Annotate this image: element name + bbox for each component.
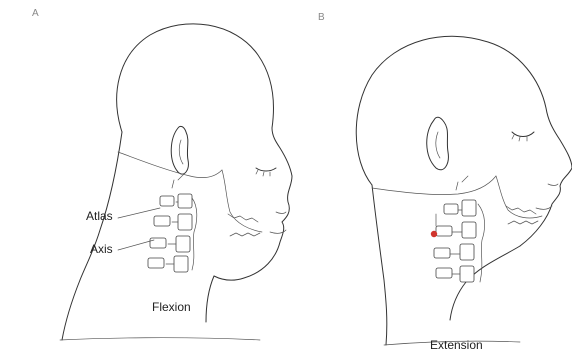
flexion-caption: Flexion <box>152 300 191 314</box>
atlas-label: Atlas <box>86 209 113 223</box>
panel-a-head-outline <box>60 24 292 340</box>
extension-caption: Extension <box>430 338 483 352</box>
panel-b-eye <box>512 132 534 141</box>
panel-b-letter: B <box>318 12 325 23</box>
panel-b-highlight-marker <box>431 231 437 237</box>
panel-a-letter: A <box>32 8 39 19</box>
panel-a-eye <box>256 168 276 176</box>
axis-label: Axis <box>90 242 113 256</box>
panel-b-ear <box>427 117 449 170</box>
panel-a-cervical-vertebrae <box>148 174 197 272</box>
panel-a-ear <box>171 126 188 174</box>
panel-b-mouth-nose <box>536 184 558 209</box>
panel-b-head-outline <box>356 36 572 345</box>
panel-b-cervical-vertebrae <box>434 176 485 282</box>
panel-b-skull-base-and-jaw <box>372 176 542 224</box>
